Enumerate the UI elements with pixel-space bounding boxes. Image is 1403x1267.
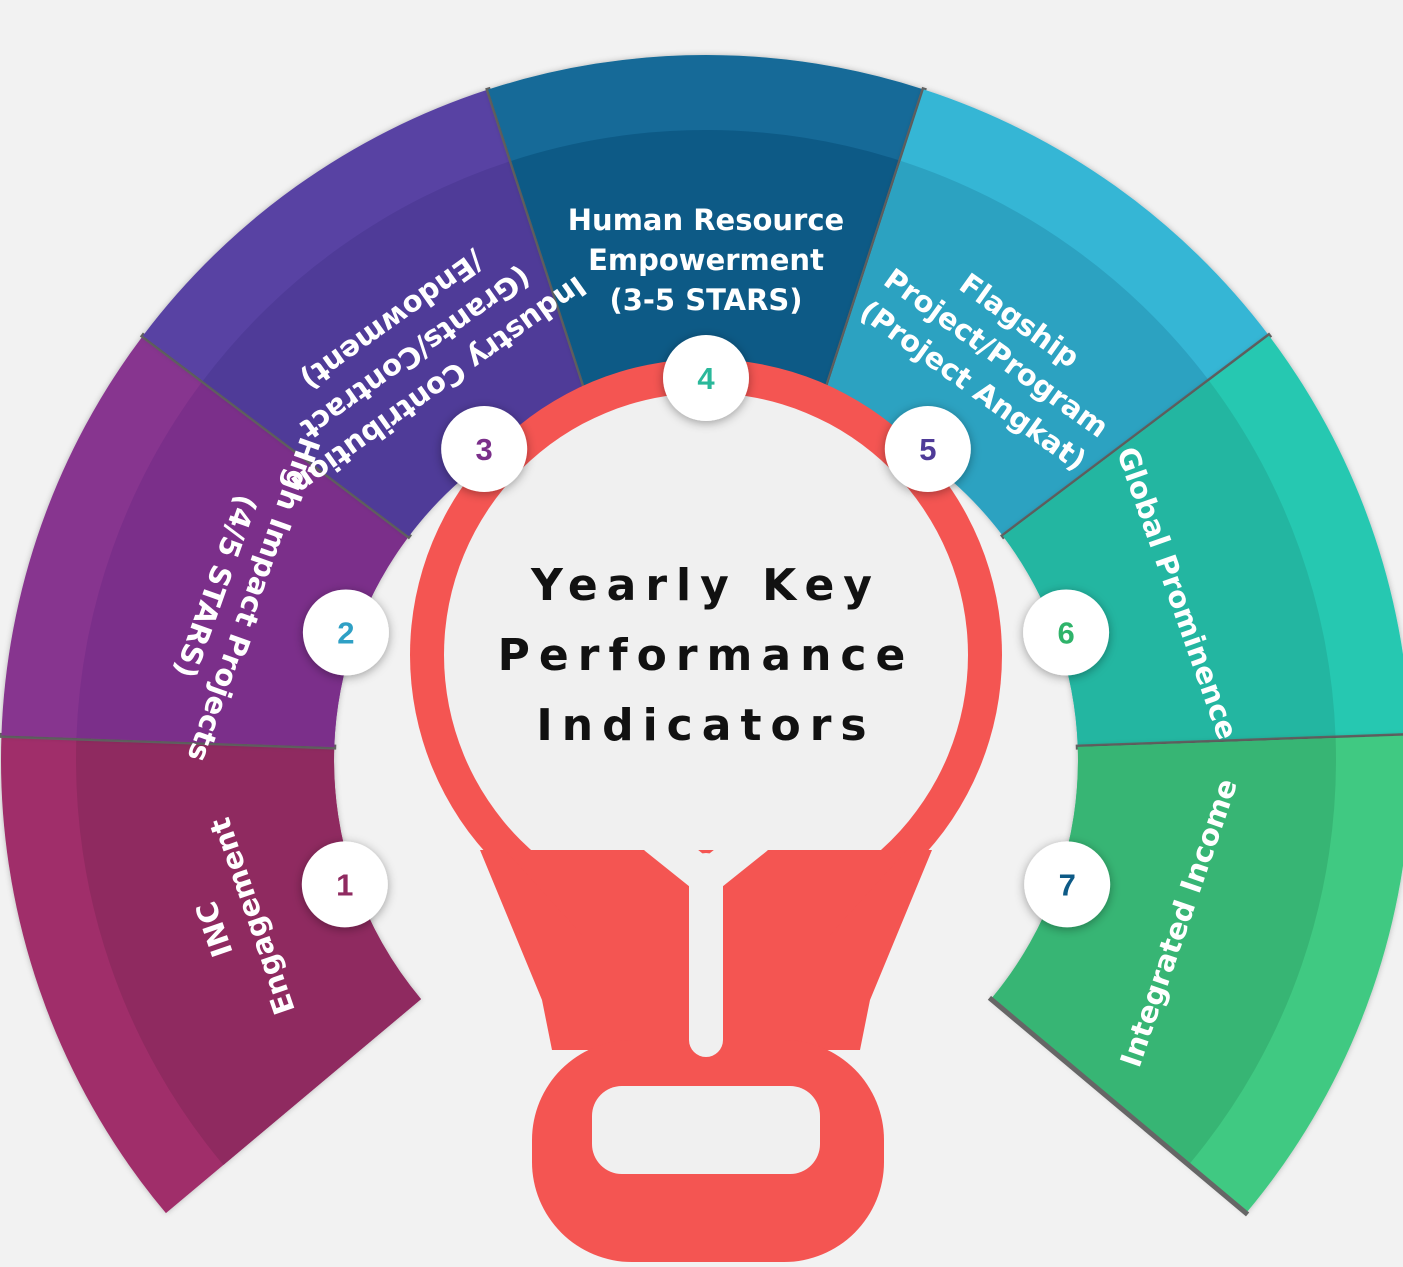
segment-4-number-badge: 4	[663, 335, 749, 421]
badge-circle	[302, 589, 389, 676]
segment-divider	[987, 995, 1250, 1217]
badge-number: 2	[337, 615, 354, 650]
badge-circle	[301, 841, 388, 928]
badge-circle	[441, 406, 528, 493]
segment-5-number-badge: 5	[884, 406, 971, 493]
badge-circle	[1023, 589, 1110, 676]
badge-number: 4	[697, 361, 715, 396]
segment-1-number-badge: 1	[301, 841, 388, 928]
badges-layer: 1 2 3 4 5 6 7	[301, 335, 1111, 928]
segment-divider	[999, 332, 1273, 540]
segment-divider	[1075, 733, 1403, 750]
badge-number: 1	[336, 867, 353, 902]
bulb-filament	[639, 821, 773, 1057]
bulb-base-slot	[592, 1086, 820, 1174]
segment-4-label-line: Empowerment	[588, 243, 824, 277]
badge-number: 6	[1057, 615, 1074, 650]
title-line-2: Performance	[498, 630, 915, 681]
title-line-1: Yearly Key	[530, 560, 881, 611]
badge-circle	[884, 406, 971, 493]
badge-number: 3	[476, 432, 493, 467]
badge-circle	[1024, 841, 1111, 928]
title-group: Yearly Key Performance Indicators	[498, 560, 915, 751]
badge-circle	[663, 335, 749, 421]
badge-number: 7	[1059, 867, 1076, 902]
title-line-3: Indicators	[536, 700, 875, 751]
segment-3-number-badge: 3	[441, 406, 528, 493]
lightbulb-icon	[410, 359, 1002, 1262]
segment-4-label-line: (3-5 STARS)	[609, 283, 802, 317]
segment-4	[511, 130, 901, 407]
segment-7-number-badge: 7	[1024, 841, 1111, 928]
segment-6-number-badge: 6	[1023, 589, 1110, 676]
bulb-globe-inner	[444, 393, 968, 917]
segment-4-label-line: Human Resource	[568, 203, 844, 237]
segment-2-number-badge: 2	[302, 589, 389, 676]
badge-number: 5	[919, 432, 936, 467]
